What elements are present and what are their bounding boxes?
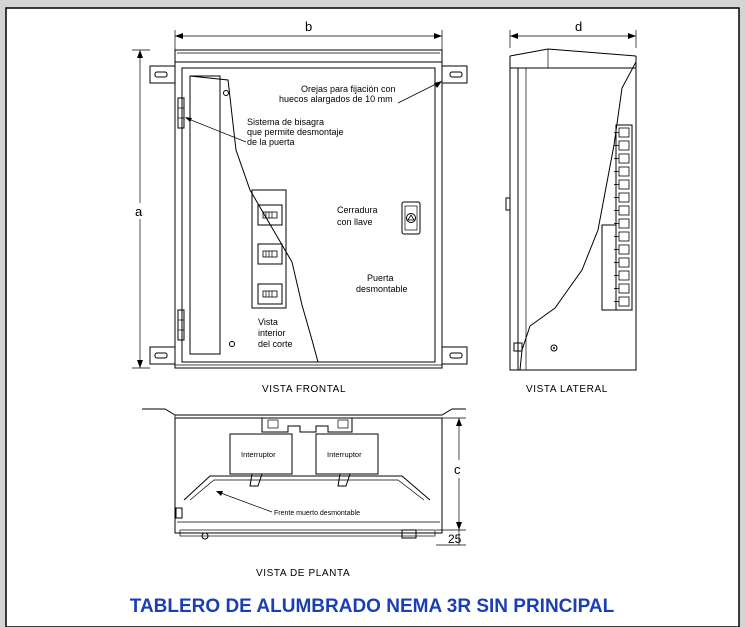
breaker-slot-3 bbox=[257, 283, 283, 305]
hinge-bottom bbox=[177, 309, 185, 341]
interior-label-line1: Vista bbox=[258, 317, 278, 327]
dimension-a: a bbox=[132, 49, 150, 369]
ground-screw-icon bbox=[550, 344, 558, 352]
screw-icon bbox=[223, 90, 229, 96]
terminal-block bbox=[618, 179, 630, 190]
lock-label-line2: con llave bbox=[337, 217, 373, 227]
dimension-c: c bbox=[436, 417, 466, 531]
breaker-1-label: Interruptor bbox=[241, 450, 276, 459]
front-view-caption: VISTA FRONTAL bbox=[262, 384, 346, 395]
breaker-slot-2 bbox=[257, 243, 283, 265]
dim-base-label: 25 bbox=[448, 532, 462, 546]
ear-note-line2: huecos alargados de 10 mm bbox=[279, 94, 393, 104]
terminal-block bbox=[618, 205, 630, 216]
door-label-line2: desmontable bbox=[356, 284, 408, 294]
screw-icon bbox=[229, 341, 235, 347]
lock-label-line1: Cerradura bbox=[337, 205, 378, 215]
plan-view-caption: VISTA DE PLANTA bbox=[256, 568, 350, 579]
dead-front-label: Frente muerto desmontable bbox=[274, 510, 360, 517]
mounting-ear-top-left bbox=[149, 65, 176, 84]
terminal-block bbox=[618, 257, 630, 268]
hinge-note-line1: Sistema de bisagra bbox=[247, 117, 324, 127]
page-title: TABLERO DE ALUMBRADO NEMA 3R SIN PRINCIP… bbox=[130, 596, 615, 617]
interior-label-line3: del corte bbox=[258, 339, 293, 349]
side-cut-line bbox=[519, 61, 637, 371]
dim-b-label: b bbox=[305, 19, 312, 34]
lock-icon bbox=[401, 201, 421, 235]
breaker-1: Interruptor bbox=[229, 433, 293, 487]
hinge-note-line3: de la puerta bbox=[247, 137, 295, 147]
mounting-ear-top-right bbox=[441, 65, 468, 84]
dimension-25: 25 bbox=[436, 530, 466, 546]
hinge-note-line2: que permite desmontaje bbox=[247, 127, 344, 137]
terminal-block bbox=[618, 270, 630, 281]
sheet-border bbox=[5, 7, 740, 627]
dim-c-label: c bbox=[454, 462, 461, 477]
dimension-d: d bbox=[509, 19, 637, 48]
terminal-block bbox=[618, 283, 630, 294]
mounting-ear-bottom-right bbox=[441, 346, 468, 365]
terminal-block bbox=[618, 231, 630, 242]
side-view-caption: VISTA LATERAL bbox=[526, 384, 608, 395]
terminal-block bbox=[618, 192, 630, 203]
plan-view: Interruptor Interruptor Frente muerto de… bbox=[142, 408, 466, 579]
terminal-block bbox=[618, 218, 630, 229]
mounting-ear-bottom-left bbox=[149, 346, 176, 365]
terminal-stack bbox=[614, 127, 630, 307]
ear-note-line1: Orejas para fijación con bbox=[301, 84, 396, 94]
hinge-top bbox=[177, 97, 185, 129]
breaker-2: Interruptor bbox=[315, 433, 379, 487]
terminal-block bbox=[618, 296, 630, 307]
cut-line bbox=[189, 75, 319, 363]
side-view: d VISTA LATERAL bbox=[505, 19, 637, 395]
interior-label-line2: interior bbox=[258, 328, 286, 338]
front-view: b a bbox=[132, 19, 468, 395]
terminal-block bbox=[618, 166, 630, 177]
terminal-block bbox=[618, 244, 630, 255]
dim-a-label: a bbox=[135, 204, 143, 219]
dimension-b: b bbox=[174, 19, 443, 50]
terminal-block bbox=[618, 140, 630, 151]
dead-front bbox=[183, 475, 431, 501]
terminal-block bbox=[618, 127, 630, 138]
dim-d-label: d bbox=[575, 19, 582, 34]
door-label-line1: Puerta bbox=[367, 273, 394, 283]
terminal-block bbox=[618, 153, 630, 164]
breaker-2-label: Interruptor bbox=[327, 450, 362, 459]
